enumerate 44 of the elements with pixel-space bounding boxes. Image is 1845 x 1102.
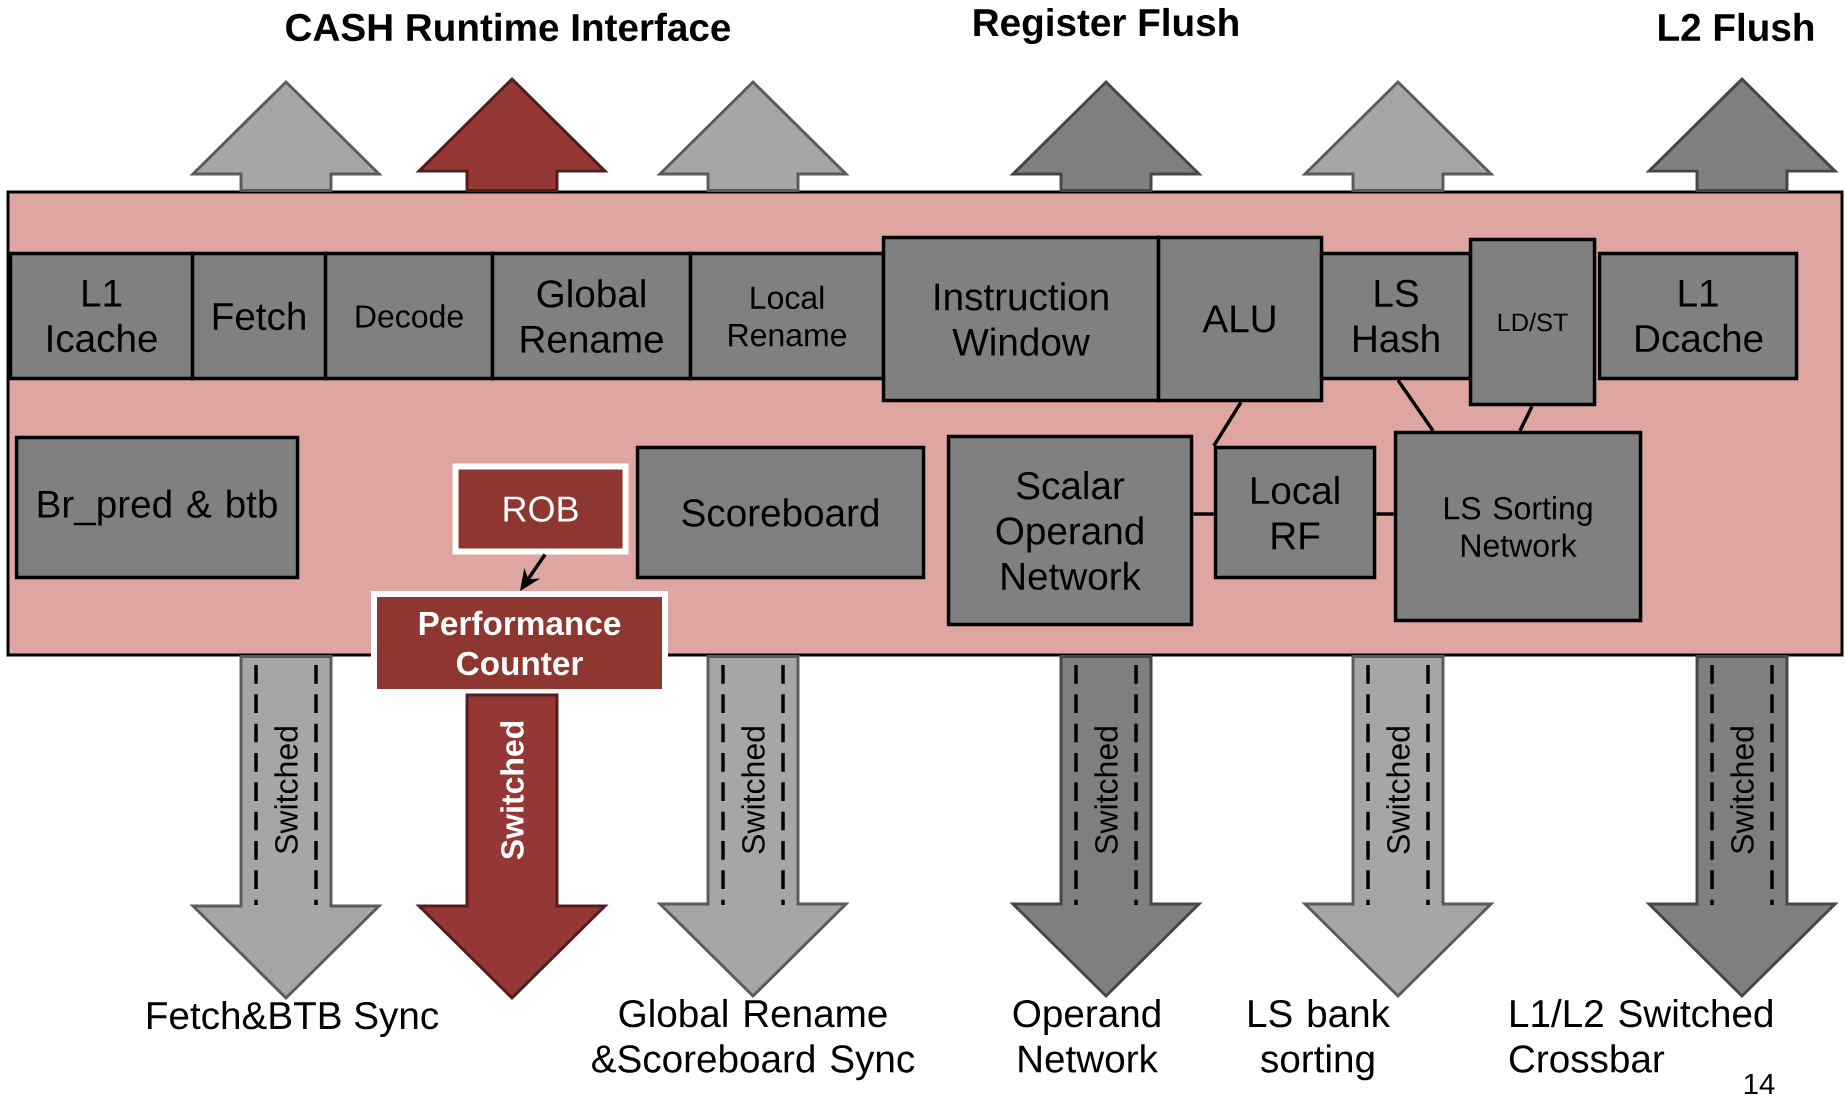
unit-box: L1 Dcache [1597,251,1799,381]
highlight-box: ROB [452,463,629,555]
unit-box: Br_pred & btb [14,435,300,580]
block-arrow [189,79,383,192]
unit-box: ALU [1156,235,1324,403]
unit-box: LS Hash [1319,251,1473,381]
unit-box: Scalar Operand Network [946,434,1194,627]
connector-line [1518,405,1534,432]
unit-box: Local Rename [688,251,886,381]
block-arrow [1645,77,1839,192]
page-number: 14 [1744,1073,1775,1095]
unit-box: L1 Icache [8,251,195,381]
edge-label: Switched [1386,727,1410,854]
connector-line [1212,401,1243,447]
connector-line [1396,379,1435,432]
unit-box: Decode [323,251,495,381]
block-arrow [1301,79,1495,192]
edge-label: Switched [1094,727,1118,854]
block-arrow [656,79,850,192]
block-arrow [1009,79,1203,192]
edge-label: Switched [1730,727,1754,854]
connector-line [1193,512,1214,516]
network-label: Global Rename &Scoreboard Sync [592,998,915,1081]
block-arrow [415,693,609,1001]
unit-box: Instruction Window [881,235,1161,403]
edge-label: Switched [500,721,524,860]
block-arrow [415,77,609,192]
unit-box: Fetch [190,251,328,381]
unit-box: LD/ST [1468,237,1597,407]
unit-box: Local RF [1213,445,1377,580]
edge-label: Switched [741,727,765,854]
unit-box: Scoreboard [635,445,926,580]
interface-title: CASH Runtime Interface [286,12,731,42]
network-label: Operand Network [1013,998,1160,1073]
highlight-box: Performance Counter [371,591,668,695]
interface-title: Register Flush [974,7,1238,45]
unit-box: Global Rename [490,251,693,381]
connector-line [1376,512,1394,516]
interface-title: L2 Flush [1659,12,1814,42]
network-label: Fetch&BTB Sync [148,1000,439,1037]
network-label: LS bank sorting [1249,998,1391,1081]
network-label: L1/L2 Switched Crossbar [1509,998,1772,1073]
edge-label: Switched [274,727,298,854]
unit-box: LS Sorting Network [1393,430,1643,623]
